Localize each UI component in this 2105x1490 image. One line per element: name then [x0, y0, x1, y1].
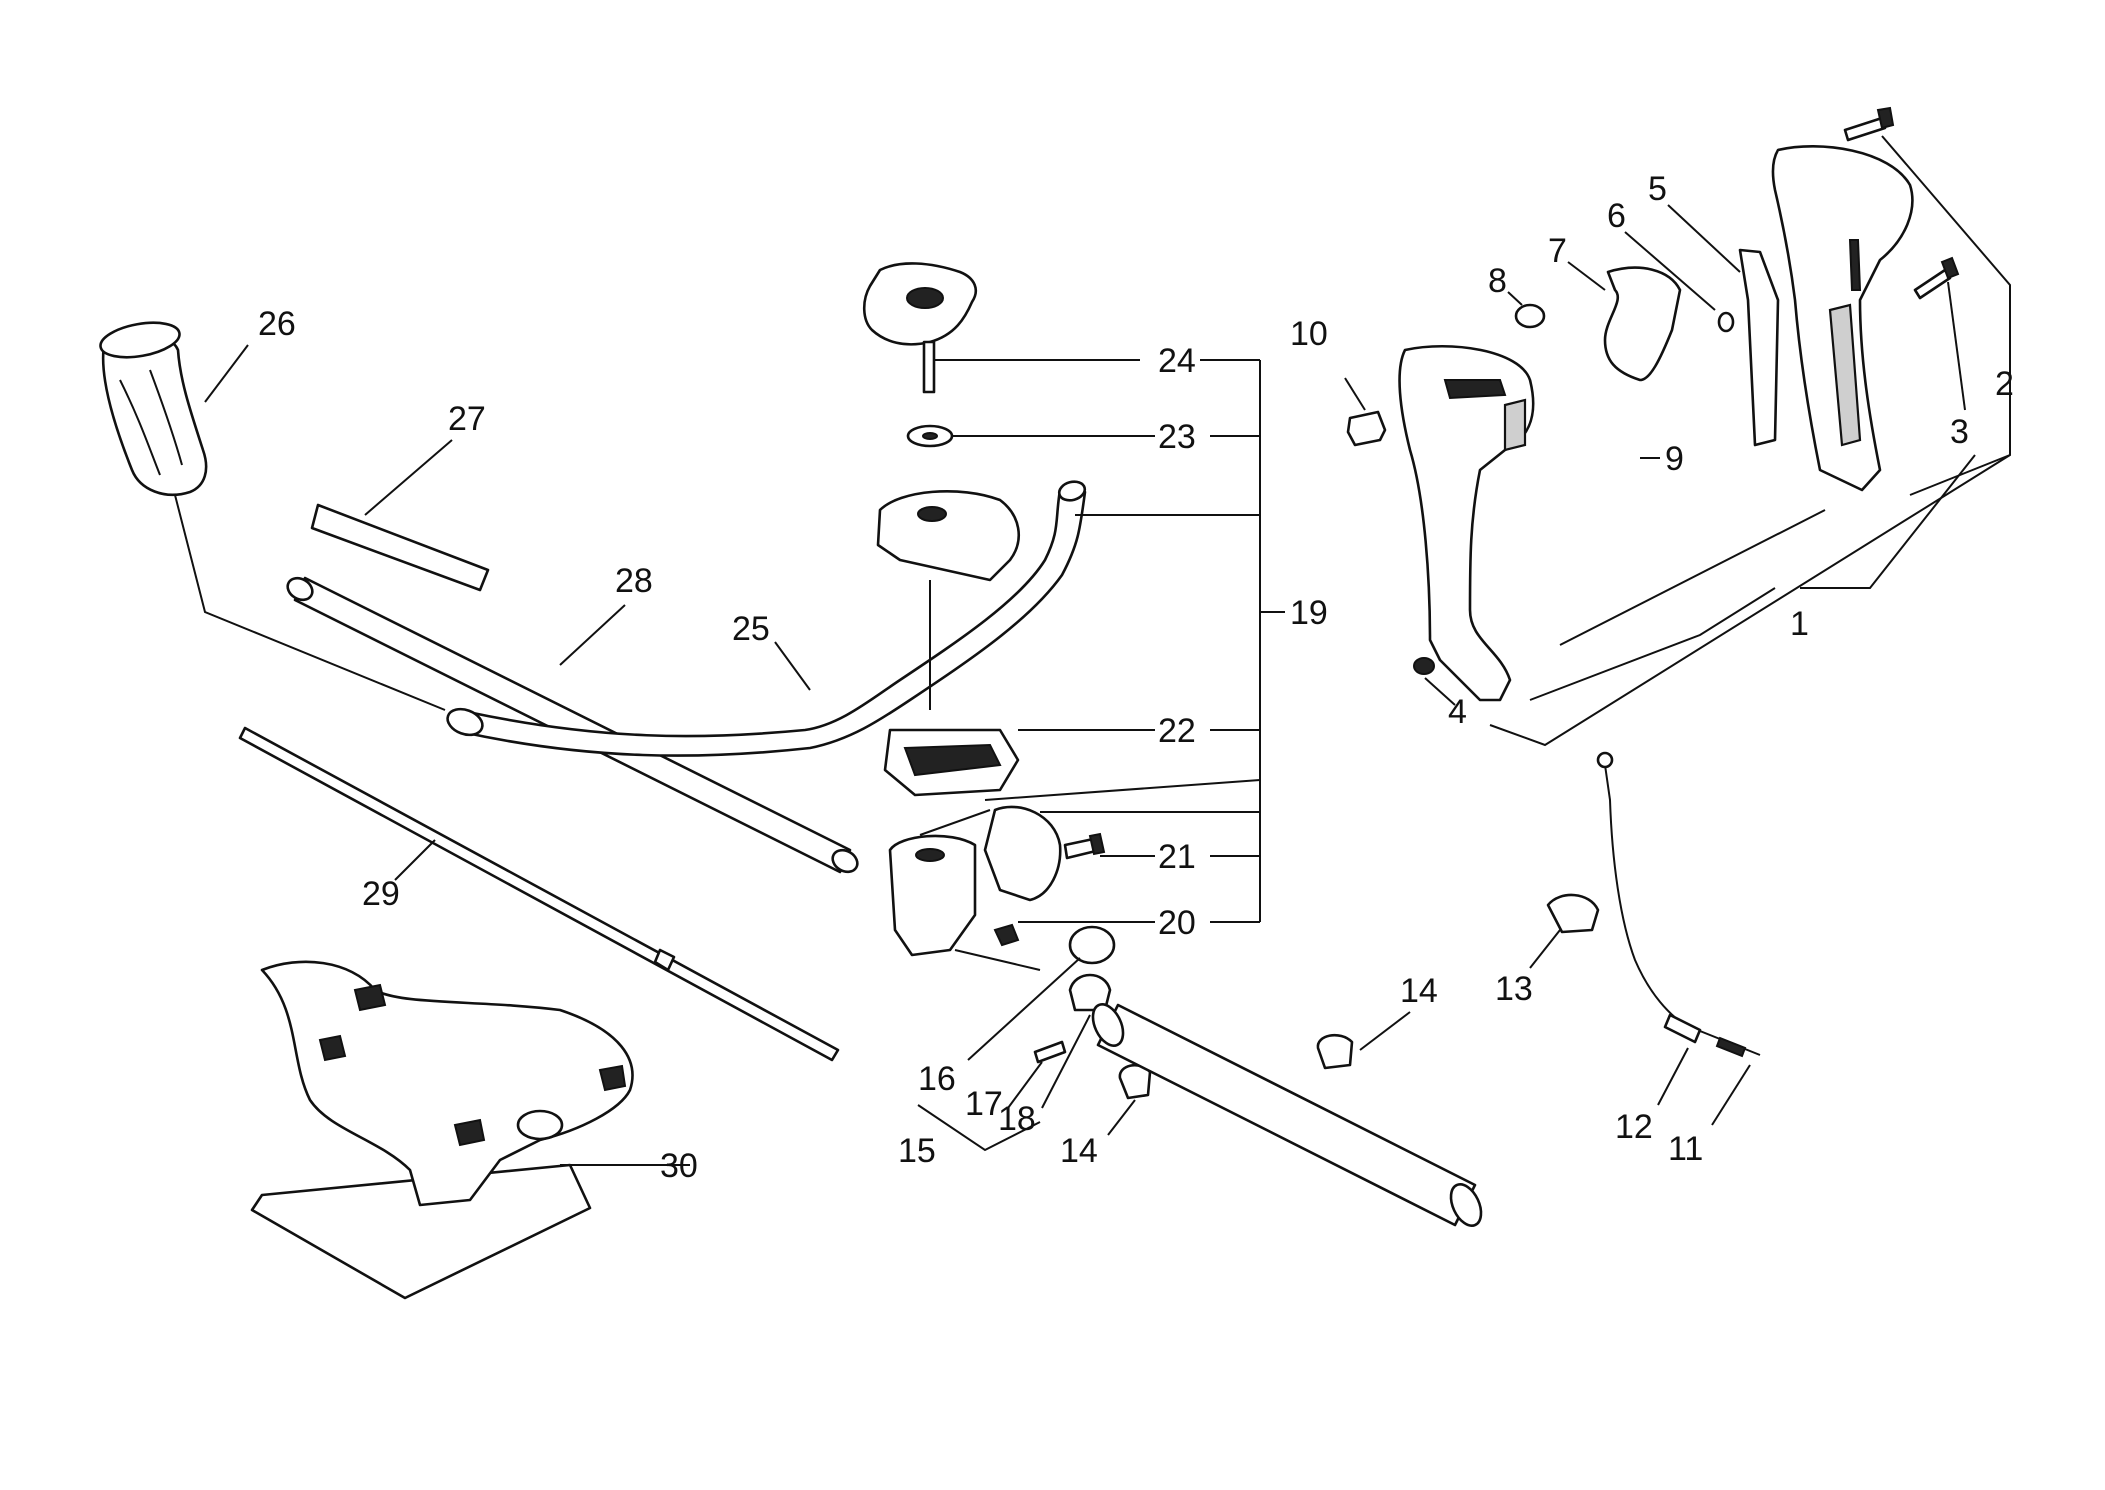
- callout-30: 30: [660, 1147, 698, 1185]
- callout-8: 8: [1488, 262, 1507, 300]
- callout-labels: 1 2 3 4 5 6 7 8 9 10 11 12 13 14 14 15 1…: [258, 170, 2014, 1185]
- callout-2: 2: [1995, 365, 2014, 403]
- part-upper-clamp: [876, 490, 1020, 710]
- part-shaft-tube: [1091, 1003, 1483, 1227]
- callout-7: 7: [1548, 232, 1567, 270]
- callout-25: 25: [732, 610, 770, 648]
- callout-27: 27: [448, 400, 486, 438]
- callout-18: 18: [998, 1100, 1036, 1138]
- callout-1: 1: [1790, 605, 1809, 643]
- callout-10: 10: [1290, 315, 1328, 353]
- callout-20: 20: [1158, 904, 1196, 942]
- part-spring: [1514, 303, 1546, 329]
- part-drive-shaft: [238, 726, 840, 1062]
- callout-17: 17: [965, 1085, 1003, 1123]
- part-throttle-cable: [1596, 751, 1761, 1058]
- callout-15: 15: [898, 1132, 936, 1170]
- part-handle-housing: [1398, 344, 1535, 702]
- callout-5: 5: [1648, 170, 1667, 208]
- callout-23: 23: [1158, 418, 1196, 456]
- part-washer: [906, 424, 954, 448]
- part-trigger: [1603, 266, 1682, 382]
- callout-9: 9: [1665, 440, 1684, 478]
- callout-14b: 14: [1060, 1132, 1098, 1170]
- part-lever: [1738, 248, 1780, 447]
- part-clip-b: [1316, 1033, 1354, 1070]
- leader-lines: [174, 135, 2011, 1166]
- callout-29: 29: [362, 875, 400, 913]
- callout-11: 11: [1668, 1130, 1703, 1168]
- part-knob: [862, 262, 977, 394]
- callout-26: 26: [258, 305, 296, 343]
- part-half-shell: [983, 805, 1106, 902]
- callout-16: 16: [918, 1060, 956, 1098]
- callout-24: 24: [1158, 342, 1196, 380]
- callout-14a: 14: [1400, 972, 1438, 1010]
- part-harness: [250, 960, 634, 1300]
- part-handlebar: [446, 480, 1087, 757]
- callout-12: 12: [1615, 1108, 1653, 1146]
- part-inner-tube: [286, 576, 859, 874]
- part-pin: [1717, 311, 1735, 333]
- callout-21: 21: [1158, 838, 1196, 876]
- part-clamp-bottom: [883, 728, 1020, 797]
- part-cable-clamp: [1546, 893, 1600, 934]
- part-label-strip: [310, 503, 490, 592]
- part-side-cover: [1771, 145, 1914, 492]
- callout-3: 3: [1950, 413, 1969, 451]
- part-nut: [1413, 657, 1435, 675]
- callout-28: 28: [615, 562, 653, 600]
- part-base-clamp: [888, 834, 1020, 957]
- part-small-cap: [1346, 410, 1387, 447]
- part-ring-clamp: [1033, 925, 1116, 1064]
- callout-13: 13: [1495, 970, 1533, 1008]
- part-screw: [1913, 256, 1960, 300]
- callout-6: 6: [1607, 197, 1626, 235]
- callout-22: 22: [1158, 712, 1196, 750]
- part-grip: [99, 321, 208, 497]
- part-top-screw: [1843, 106, 1895, 142]
- callout-19: 19: [1290, 594, 1328, 632]
- callout-4: 4: [1448, 693, 1467, 731]
